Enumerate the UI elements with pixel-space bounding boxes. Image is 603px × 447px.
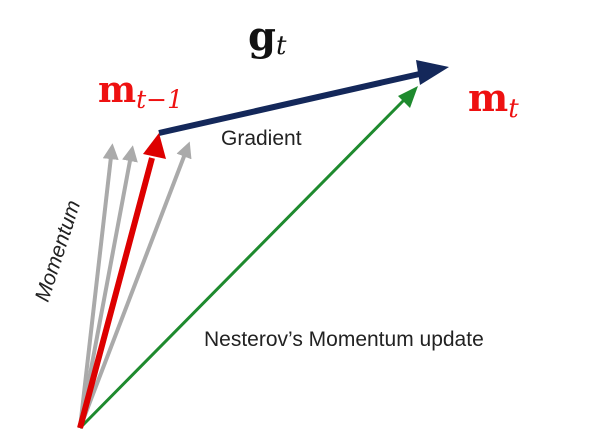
nesterov-update-arrow — [78, 98, 406, 430]
gradient-arrow — [158, 70, 425, 136]
gradient-arrowhead — [416, 60, 449, 85]
momentum-history-arrow-2 — [78, 145, 138, 429]
momentum-history-arrow-3 — [78, 141, 192, 429]
nesterov-update-text-label: Nesterov’s Momentum update — [204, 328, 484, 351]
nesterov-update-arrowhead — [398, 86, 418, 108]
momentum-text-label: Momentum — [31, 198, 85, 305]
previous-momentum-math-label: mt−1 — [98, 69, 183, 114]
momentum-arrow — [77, 157, 155, 429]
updated-momentum-math-label: mt — [468, 75, 519, 124]
momentum-history-arrow-1 — [78, 143, 119, 429]
gradient-text-label: Gradient — [221, 127, 302, 150]
gradient-math-label: gt — [248, 13, 287, 61]
momentum-arrowhead — [143, 133, 166, 159]
